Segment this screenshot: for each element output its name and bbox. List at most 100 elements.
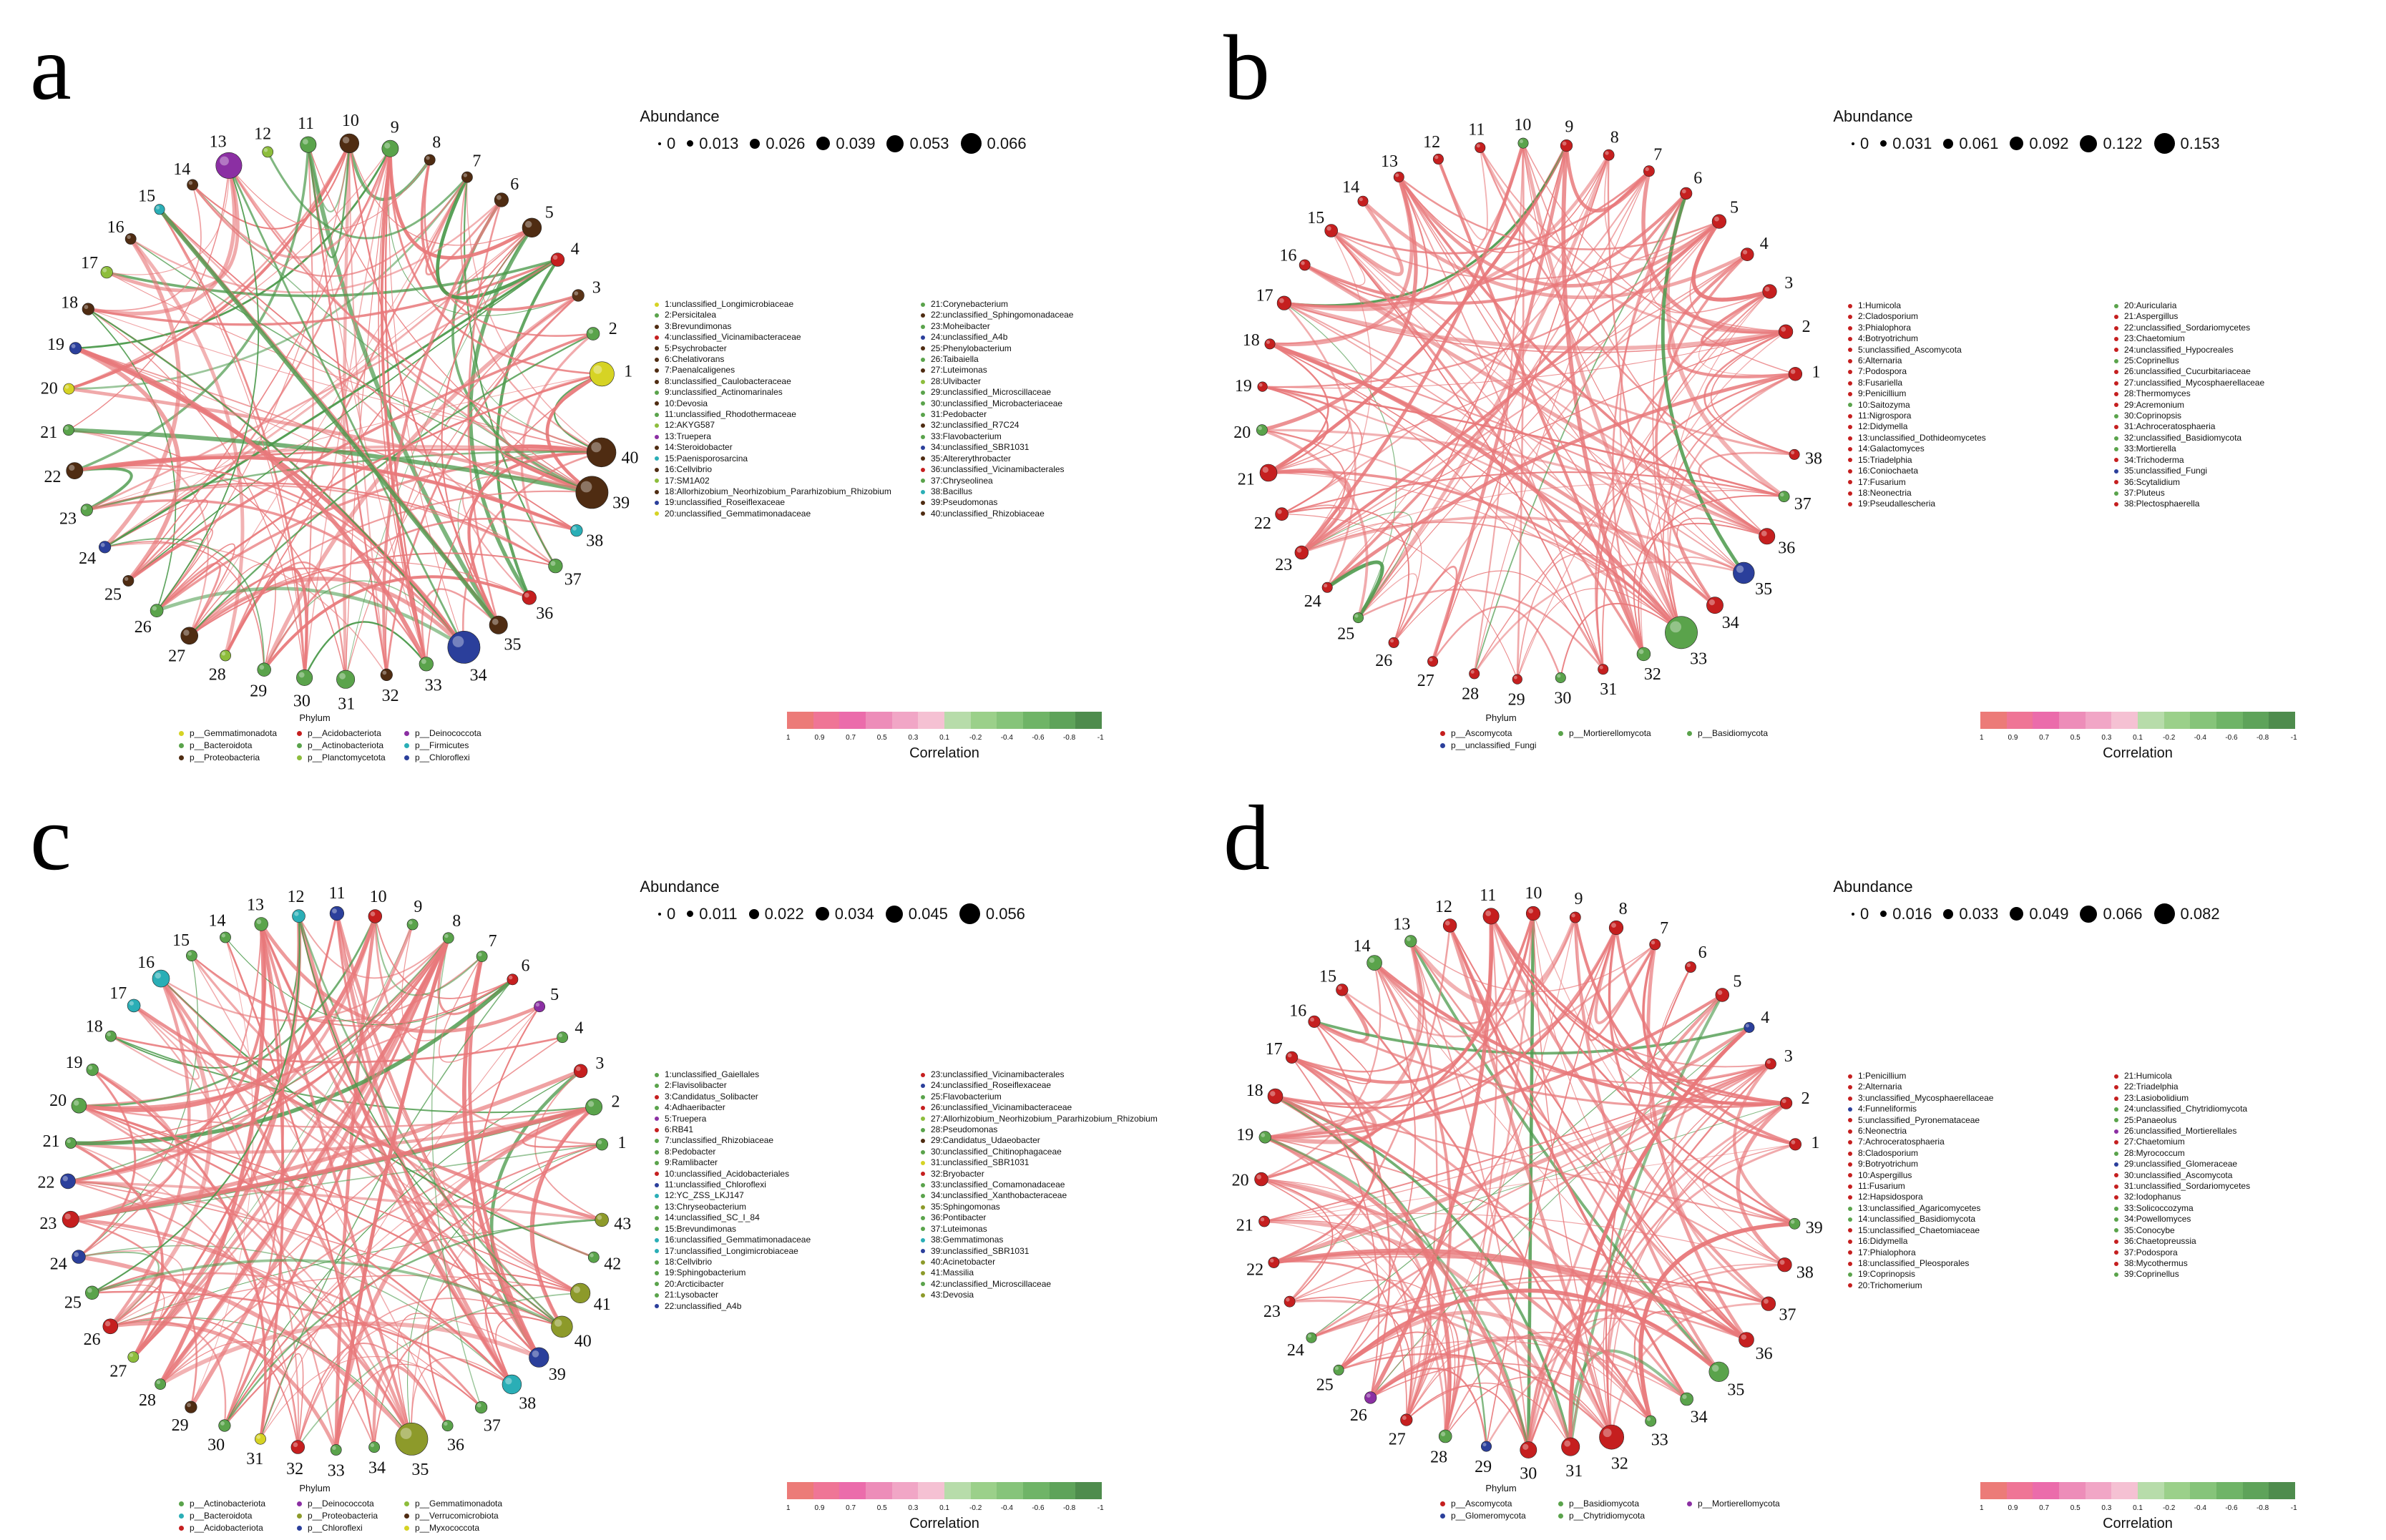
- network-node: 7: [461, 152, 481, 183]
- positive-correlation-edge: [1311, 1278, 1769, 1339]
- phylum-color-dot-icon: [1848, 1173, 1852, 1178]
- abundance-dot-icon: [960, 133, 982, 154]
- positive-correlation-edge: [1337, 1310, 1613, 1438]
- network-node: 28: [1462, 668, 1480, 704]
- phylum-color-dot-icon: [2114, 502, 2118, 507]
- positive-correlation-edge: [160, 977, 414, 1440]
- node-label: 24: [79, 549, 96, 568]
- taxa-legend-item: 14:unclassified_Basidiomycota: [1848, 1214, 1993, 1225]
- phylum-legend-label: p__Basidiomycota: [1698, 728, 1769, 738]
- node-label: 14: [173, 160, 190, 179]
- positive-correlation-edge: [1473, 561, 1744, 675]
- phylum-color-dot-icon: [921, 1282, 925, 1287]
- taxa-legend-label: 28:Pseudomonas: [931, 1124, 998, 1135]
- network-node: 6: [1680, 169, 1702, 200]
- node-label: 41: [594, 1295, 611, 1314]
- taxa-legend-label: 5:Psychrobacter: [665, 343, 727, 353]
- taxa-legend-label: 12:Hapsidospora: [1858, 1192, 1923, 1202]
- node-label: 1: [624, 363, 632, 381]
- phylum-legend-label: p__Chytridiomycota: [1569, 1511, 1646, 1521]
- abundance-value: 0.045: [908, 904, 948, 923]
- node-label: 26: [1350, 1406, 1367, 1425]
- taxa-legend-item: 8:Fusariella: [1848, 378, 1986, 388]
- phylum-color-dot-icon: [921, 1215, 925, 1220]
- phylum-color-dot-icon: [404, 755, 409, 760]
- phylum-legend-label: p__Verrucomicrobiota: [415, 1511, 499, 1521]
- network-node: 26: [135, 604, 164, 637]
- taxa-legend-item: 34:unclassified_SBR1031: [921, 442, 1073, 453]
- edge-group: [67, 913, 602, 1451]
- abundance-dot-icon: [2010, 137, 2024, 150]
- phylum-color-dot-icon: [921, 489, 925, 494]
- taxa-legend-item: 12:YC_ZSS_LKJ147: [655, 1190, 811, 1201]
- positive-correlation-edge: [1521, 142, 1683, 634]
- phylum-color-dot-icon: [921, 1205, 925, 1210]
- taxa-legend-item: 16:Cellvibrio: [655, 464, 891, 475]
- taxa-legend-label: 29:Candidatus_Udaeobacter: [931, 1135, 1040, 1146]
- network-node: 13: [1393, 916, 1417, 948]
- phylum-legend-item: p__Basidiomycota: [1558, 1499, 1687, 1509]
- phylum-legend-label: p__Actinobacteriota: [308, 740, 384, 750]
- phylum-legend-item: p__Actinobacteriota: [179, 1499, 297, 1509]
- taxa-legend-item: 13:Truepera: [655, 431, 891, 442]
- phylum-legend-label: p__Acidobacteriota: [190, 1523, 263, 1533]
- positive-correlation-edge: [1331, 230, 1604, 670]
- phylum-color-dot-icon: [2114, 1129, 2118, 1134]
- negative-correlation-edge: [431, 938, 482, 1408]
- colorbar-segment: [2163, 712, 2191, 729]
- node-label: 22: [1246, 1260, 1263, 1279]
- node-label: 11: [1480, 886, 1496, 905]
- positive-correlation-edge: [1269, 342, 1683, 634]
- correlation-tick-label: 0.5: [876, 734, 887, 742]
- positive-correlation-edge: [224, 937, 376, 1448]
- taxa-legend-item: 12:Didymella: [1848, 421, 1986, 432]
- phylum-legend-label: p__Proteobacteria: [308, 1511, 378, 1521]
- taxa-legend-item: 35:Sphingomonas: [921, 1202, 1158, 1212]
- network-node: 12: [1435, 898, 1457, 933]
- positive-correlation-edge: [1301, 516, 1745, 574]
- positive-correlation-edge: [260, 1006, 540, 1439]
- positive-correlation-edge: [224, 1143, 602, 1426]
- taxa-legend-label: 36:Pontibacter: [931, 1212, 987, 1223]
- phylum-color-dot-icon: [655, 313, 659, 318]
- taxa-legend-item: 16:Didymella: [1848, 1236, 1993, 1247]
- taxa-legend-item: 34:Trichoderma: [2114, 455, 2264, 466]
- positive-correlation-edge: [1607, 155, 1683, 633]
- taxa-legend-item: 26:unclassified_Cucurbitariaceae: [2114, 366, 2264, 377]
- node-label: 8: [452, 912, 461, 931]
- phylum-color-dot-icon: [1848, 502, 1852, 507]
- phylum-color-dot-icon: [655, 1260, 659, 1265]
- network-node: 36: [1739, 1332, 1773, 1363]
- taxa-legend-label: 2:Alternaria: [1858, 1082, 1902, 1092]
- taxa-legend-label: 36:unclassified_Vicinamibacterales: [931, 464, 1065, 475]
- abundance-legend-item: 0.026: [750, 134, 805, 153]
- positive-correlation-edge: [1269, 142, 1525, 345]
- node-label: 8: [432, 134, 441, 152]
- taxa-legend-label: 19:Sphingobacterium: [665, 1267, 746, 1278]
- phylum-color-dot-icon: [2114, 469, 2118, 474]
- taxa-legend-item: 14:Steroidobacter: [655, 442, 891, 453]
- phylum-legend-item: p__Bacteroidota: [179, 740, 297, 750]
- taxa-legend-label: 2:Persicitalea: [665, 310, 717, 320]
- node-label: 33: [1690, 650, 1707, 669]
- positive-correlation-edge: [1610, 1303, 1769, 1438]
- taxa-legend-item: 22:Triadelphia: [2114, 1082, 2250, 1092]
- abundance-value: 0: [1860, 134, 1869, 152]
- taxa-legend-label: 23:Moheibacter: [931, 320, 990, 331]
- phylum-color-dot-icon: [655, 479, 659, 484]
- phylum-color-dot-icon: [921, 1094, 925, 1099]
- network-node: 40: [586, 437, 639, 468]
- network-node: 16: [137, 953, 170, 988]
- abundance-dot-icon: [2080, 905, 2098, 923]
- colorbar-segment: [2138, 712, 2164, 729]
- positive-correlation-edge: [1444, 1376, 1613, 1438]
- node-label: 16: [1289, 1002, 1306, 1021]
- correlation-tick-label: -1: [1097, 734, 1104, 742]
- taxa-legend-item: 1:Penicillium: [1848, 1071, 1993, 1082]
- correlation-tick-label: -0.6: [2225, 734, 2238, 742]
- node-label: 26: [84, 1330, 101, 1349]
- taxa-legend-item: 15:unclassified_Chaetomiaceae: [1848, 1225, 1993, 1236]
- taxa-legend-item: 32:unclassified_R7C24: [921, 420, 1073, 431]
